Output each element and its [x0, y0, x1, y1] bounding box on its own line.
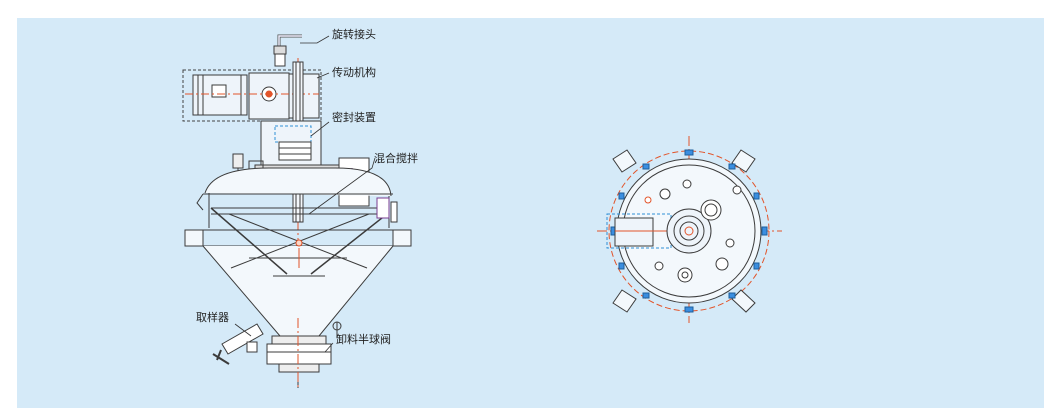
seal-device — [260, 120, 322, 166]
perimeter-clips — [610, 149, 768, 313]
discharge-valve — [266, 321, 342, 388]
technical-drawing: 旋转接头 传动机构 密封装置 混合搅拌 取样器 卸料半球阀 — [182, 27, 782, 390]
label-seal-device: 密封装置 — [332, 110, 376, 124]
plan-view — [597, 136, 782, 323]
support-lugs — [612, 149, 756, 313]
label-rotary-joint: 旋转接头 — [332, 27, 376, 41]
callouts — [234, 35, 376, 353]
sampler — [212, 323, 264, 365]
drive-mechanism — [182, 69, 322, 122]
label-sampler: 取样器 — [196, 310, 229, 324]
mixing-agitator — [196, 193, 398, 277]
diagram-panel: 旋转接头 传动机构 密封装置 混合搅拌 取样器 卸料半球阀 — [17, 18, 1044, 408]
label-discharge-valve: 卸料半球阀 — [336, 332, 391, 346]
label-drive-mechanism: 传动机构 — [332, 65, 376, 79]
side-elevation-view — [182, 34, 412, 390]
label-mixing-agitator: 混合搅拌 — [374, 151, 418, 165]
rotary-joint — [273, 34, 302, 67]
